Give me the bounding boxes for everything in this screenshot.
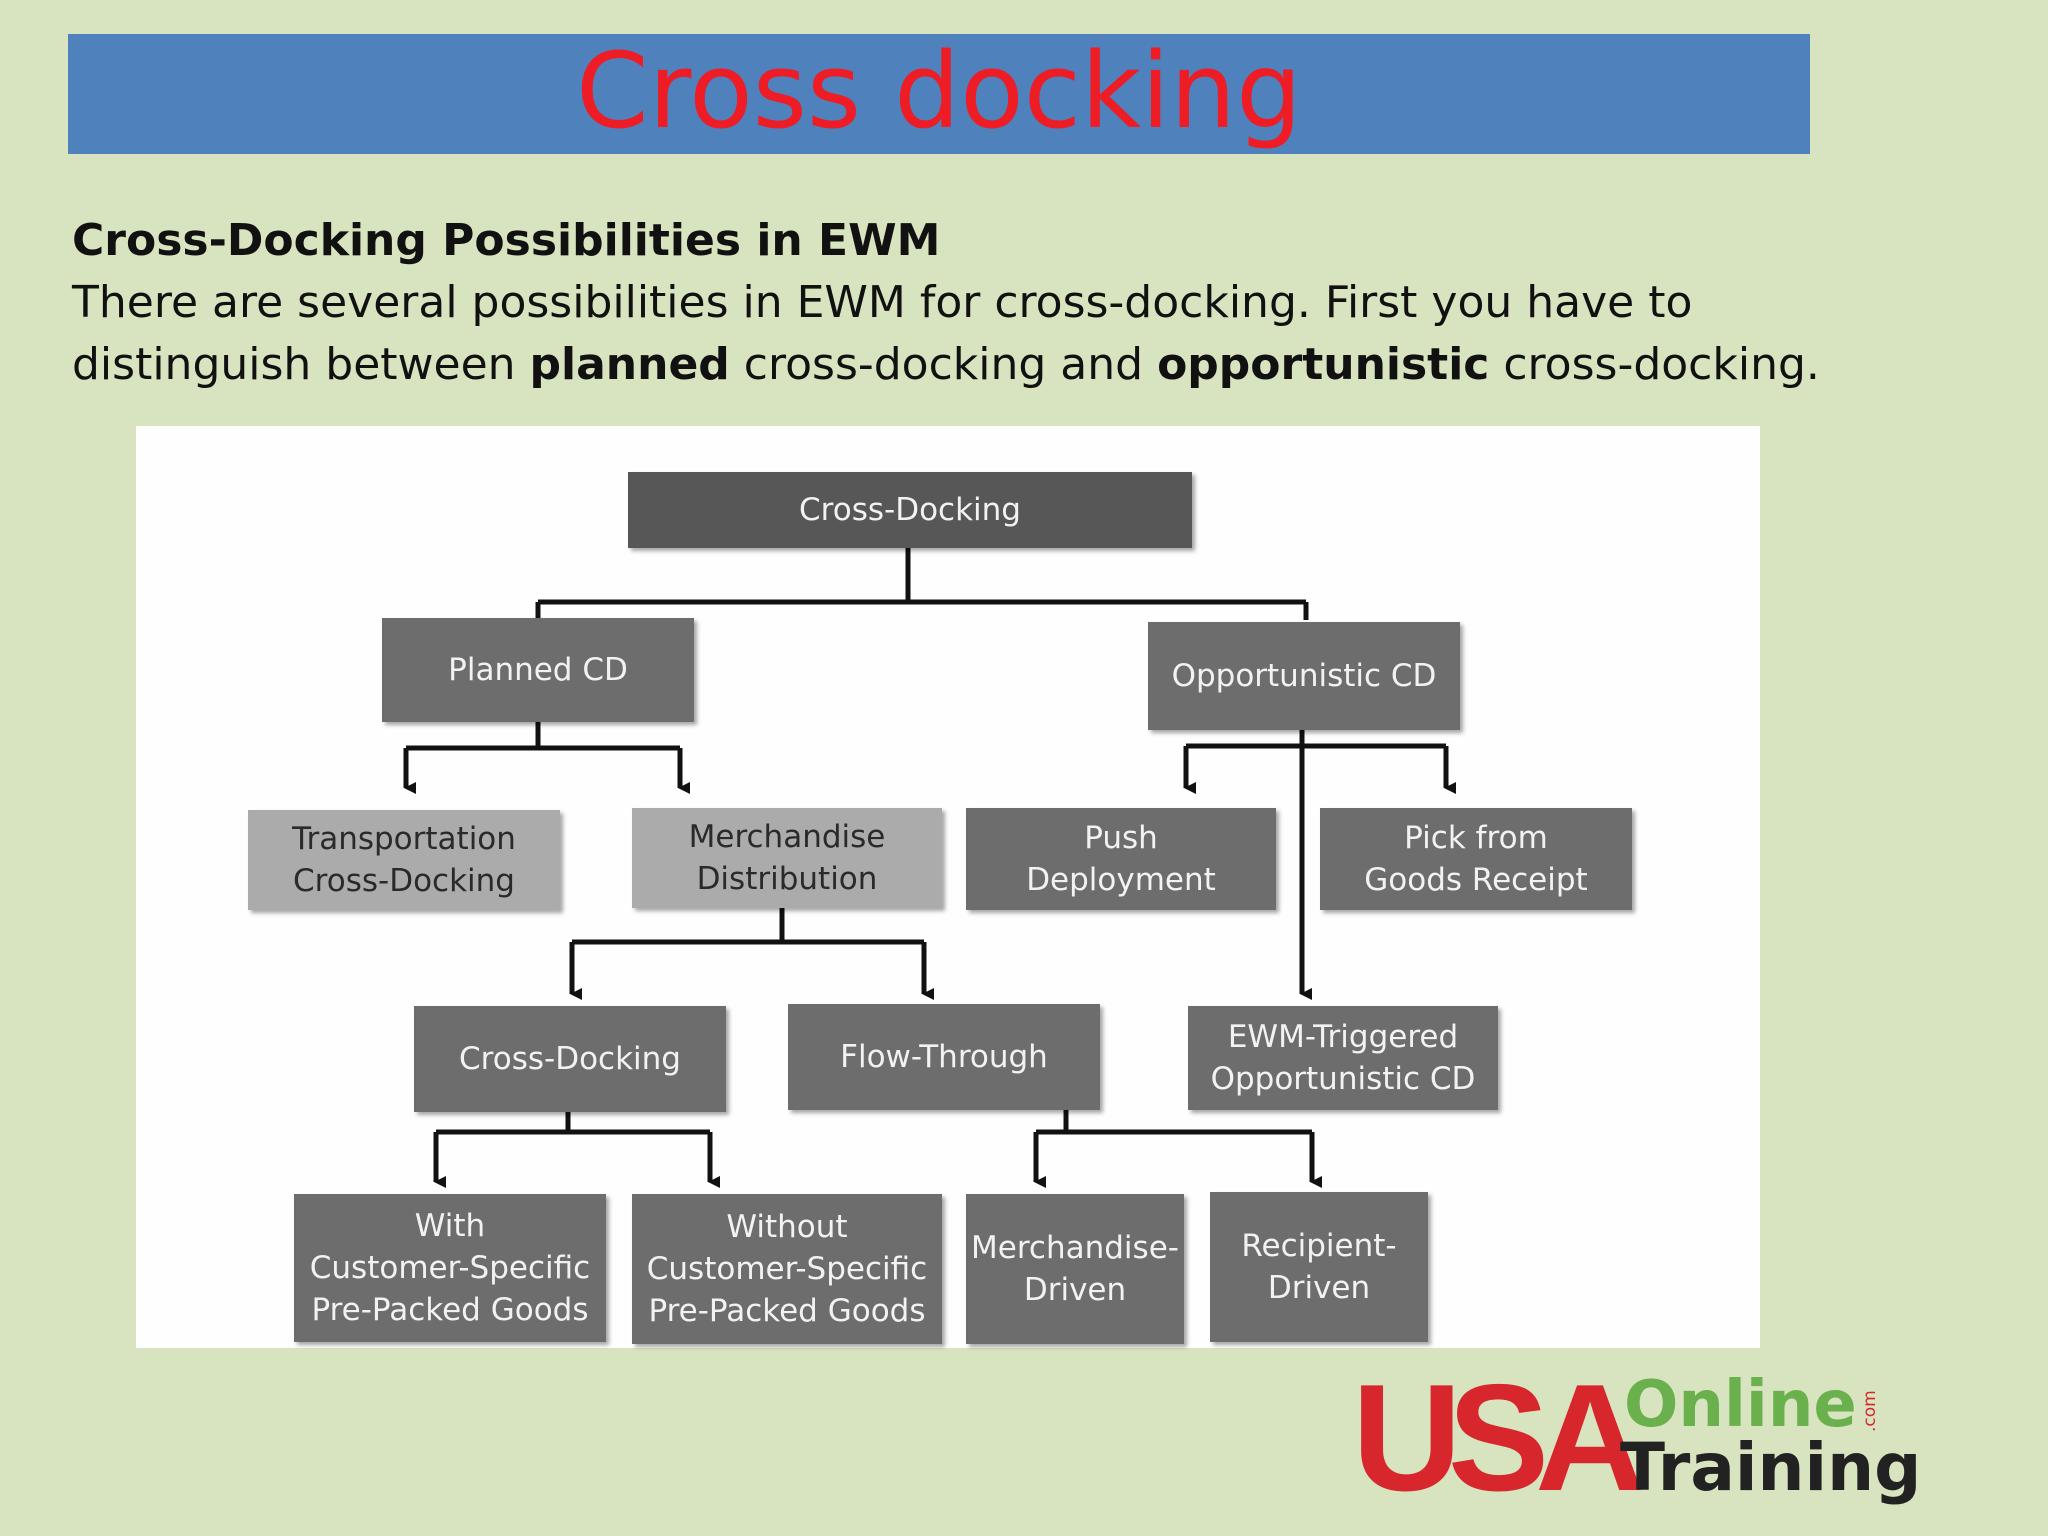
title-bar: Cross docking [68, 34, 1810, 154]
planned-bold: planned [529, 339, 730, 390]
node-without-prepacked-goods: Without Customer-Specific Pre-Packed Goo… [632, 1194, 942, 1344]
paragraph-line-1: There are several possibilities in EWM f… [72, 277, 1693, 328]
node-cross-docking-root: Cross-Docking [628, 472, 1192, 548]
node-push-deployment: Push Deployment [966, 808, 1276, 910]
node-with-prepacked-goods: With Customer-Specific Pre-Packed Goods [294, 1194, 606, 1342]
opportunistic-bold: opportunistic [1157, 339, 1490, 390]
logo-com: .com [1860, 1390, 1880, 1432]
node-opportunistic-cd: Opportunistic CD [1148, 622, 1460, 730]
node-ewm-triggered-opportunistic-cd: EWM-Triggered Opportunistic CD [1188, 1006, 1498, 1110]
node-planned-cd: Planned CD [382, 618, 694, 722]
node-merchandise-distribution: Merchandise Distribution [632, 808, 942, 908]
node-transportation-cross-docking: Transportation Cross-Docking [248, 810, 560, 910]
usa-online-training-logo: USA Online .com Training [1352, 1353, 1921, 1523]
logo-online: Online [1624, 1368, 1857, 1442]
logo-training: Training [1620, 1429, 1922, 1506]
cross-docking-diagram: Cross-Docking Planned CD Opportunistic C… [136, 426, 1760, 1348]
node-flow-through: Flow-Through [788, 1004, 1100, 1110]
connector-lines [403, 548, 1456, 1188]
node-cross-docking-sub: Cross-Docking [414, 1006, 726, 1112]
body-text: Cross-Docking Possibilities in EWM There… [72, 210, 1832, 396]
paragraph-end: cross-docking. [1489, 339, 1820, 390]
node-pick-from-goods-receipt: Pick from Goods Receipt [1320, 808, 1632, 910]
paragraph-mid: cross-docking and [729, 339, 1158, 390]
paragraph-line-2-pre: distinguish between [72, 339, 530, 390]
section-heading: Cross-Docking Possibilities in EWM [72, 215, 941, 266]
node-recipient-driven: Recipient- Driven [1210, 1192, 1428, 1342]
logo-usa: USA [1352, 1353, 1645, 1523]
node-merchandise-driven: Merchandise- Driven [966, 1194, 1184, 1344]
slide-title: Cross docking [575, 30, 1303, 152]
